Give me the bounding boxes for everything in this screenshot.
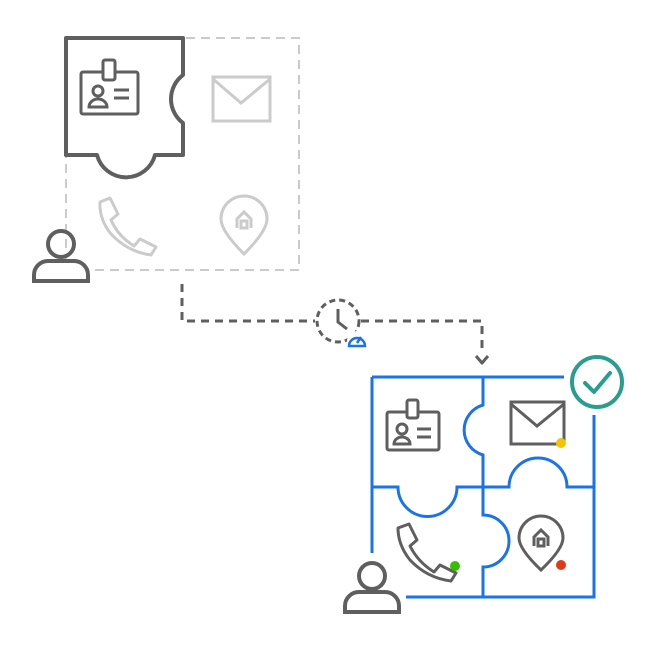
seam-vertical-bottom	[481, 487, 511, 597]
arrow-down-icon	[474, 355, 490, 365]
mail-icon	[211, 75, 272, 123]
incomplete-profile	[32, 36, 300, 283]
status-dot-location	[556, 560, 566, 570]
seam-horizontal-right	[483, 456, 594, 489]
location-pin-icon	[517, 514, 565, 573]
outer-frame	[370, 375, 596, 599]
clock-icon	[315, 298, 361, 344]
checkmark-icon	[570, 355, 624, 409]
mail-icon	[509, 400, 566, 446]
speedometer-icon	[347, 331, 367, 351]
id-badge-icon	[385, 398, 441, 452]
user-icon	[32, 229, 90, 283]
phone-icon	[98, 196, 158, 257]
transition-connector	[180, 284, 490, 365]
location-pin-icon	[219, 194, 269, 257]
puzzle-piece-identity	[64, 36, 185, 180]
phone-icon	[396, 522, 458, 583]
seam-horizontal-left	[372, 485, 483, 518]
seam-vertical-top	[462, 377, 485, 487]
complete-profile	[343, 355, 624, 614]
status-dot-phone	[450, 561, 460, 571]
id-badge-icon	[79, 58, 140, 116]
status-dot-mail	[556, 438, 566, 448]
user-icon	[343, 561, 401, 614]
